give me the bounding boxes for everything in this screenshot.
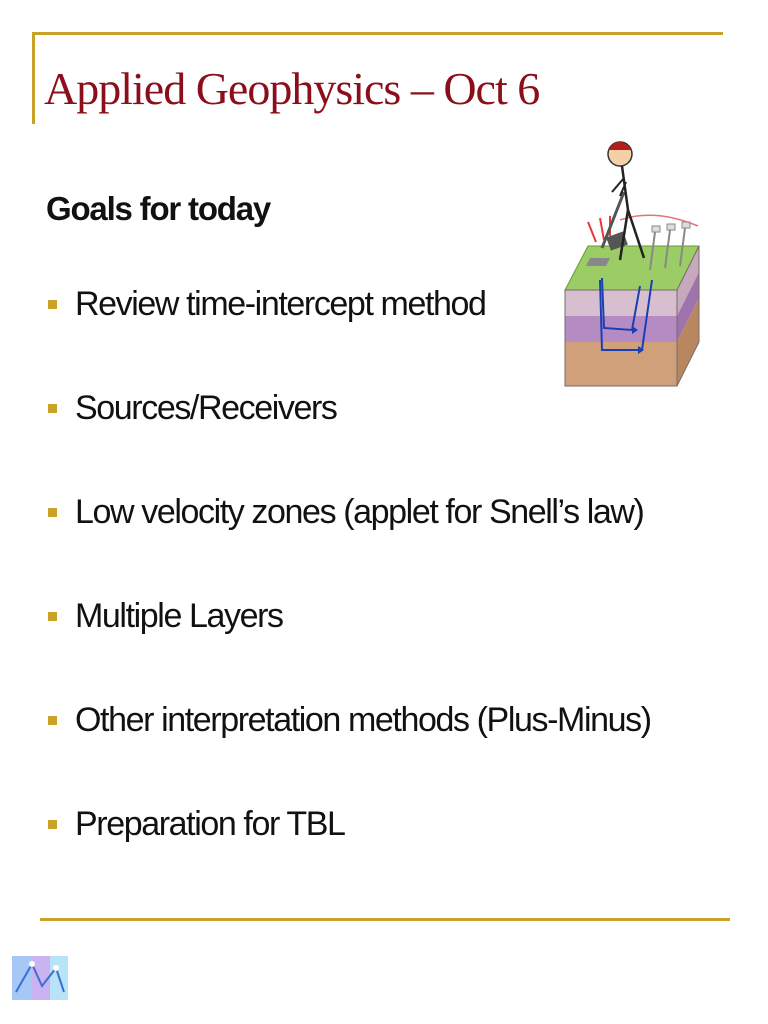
goal-item: Preparation for TBL xyxy=(44,802,346,846)
goal-text: Multiple Layers xyxy=(75,596,284,635)
goal-text: Sources/Receivers xyxy=(75,388,338,427)
goal-item: Other interpretation methods (Plus-Minus… xyxy=(44,698,652,742)
goal-item: Review time-intercept method xyxy=(44,282,487,326)
bottom-rule xyxy=(40,918,730,921)
slide-subtitle: Goals for today xyxy=(46,190,271,227)
left-rule xyxy=(32,32,35,124)
goal-text: Low velocity zones (applet for Snell’s l… xyxy=(75,492,645,531)
goal-item: Multiple Layers xyxy=(44,594,284,638)
goal-text: Preparation for TBL xyxy=(75,804,346,843)
seismic-survey-illustration-icon xyxy=(564,141,700,387)
square-bullet-icon xyxy=(48,507,57,517)
top-rule xyxy=(32,32,723,35)
square-bullet-icon xyxy=(48,299,57,309)
square-bullet-icon xyxy=(48,819,57,829)
goal-text: Other interpretation methods (Plus-Minus… xyxy=(75,700,652,739)
square-bullet-icon xyxy=(48,403,57,413)
square-bullet-icon xyxy=(48,715,57,725)
corner-logo-icon xyxy=(12,956,68,1000)
goal-item: Low velocity zones (applet for Snell’s l… xyxy=(44,490,645,534)
square-bullet-icon xyxy=(48,611,57,621)
goal-item: Sources/Receivers xyxy=(44,386,338,430)
goal-text: Review time-intercept method xyxy=(75,284,487,323)
slide-title: Applied Geophysics – Oct 6 xyxy=(44,63,540,114)
